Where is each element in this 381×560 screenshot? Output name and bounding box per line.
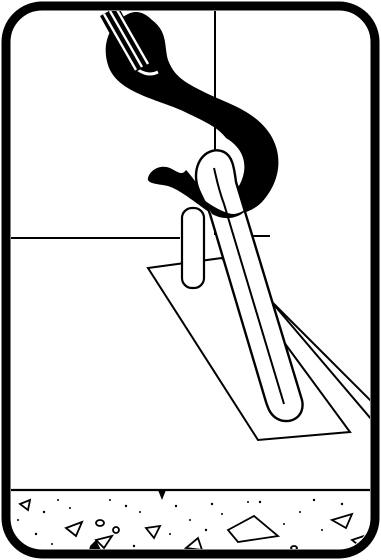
anchor-rear-leg: [182, 208, 204, 288]
